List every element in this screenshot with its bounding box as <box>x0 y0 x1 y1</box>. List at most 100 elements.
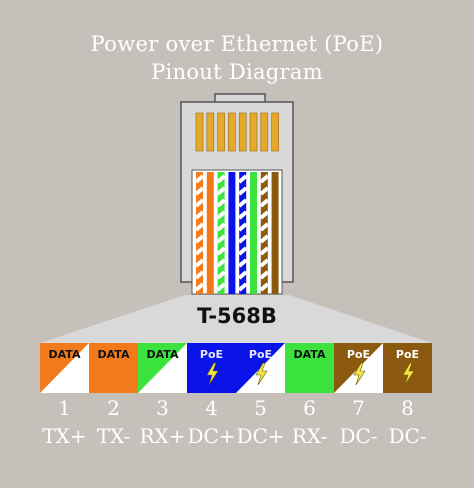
wire-stripe <box>259 186 270 196</box>
wiring-standard-label: T-568B <box>197 304 277 328</box>
wire-stripe <box>194 246 205 256</box>
wire-stripe <box>216 198 226 208</box>
pin-number: 1 <box>58 396 71 420</box>
wire-stripe <box>259 174 270 184</box>
wire-stripe <box>237 234 248 244</box>
pin-signal: DC+ <box>187 424 236 448</box>
pin-type-label: DATA <box>48 348 81 361</box>
lightning-bolt-icon <box>402 363 415 385</box>
wire-stripe <box>216 246 226 256</box>
pin-type-label: PoE <box>395 348 420 361</box>
pin-number: 5 <box>254 396 267 420</box>
wire-stripe <box>237 246 248 256</box>
pin-number: 3 <box>156 396 169 420</box>
wire-stripe <box>237 258 248 268</box>
contact-2 <box>206 112 215 152</box>
wire-stripe <box>216 174 226 184</box>
wire-stripe <box>259 270 270 280</box>
wire-stripe <box>259 258 270 268</box>
contact-8 <box>271 112 279 152</box>
diagram-title-line1: Power over Ethernet (PoE) <box>90 32 384 56</box>
pin-signal: TX- <box>96 424 131 448</box>
pin-signal-row: TX+TX-RX+DC+DC+RX-DC-DC- <box>40 424 432 448</box>
wire-stripe <box>194 186 205 196</box>
wire-stripe <box>216 282 226 292</box>
wire-stripe <box>237 270 248 280</box>
contact-6 <box>249 112 258 152</box>
wire-2 <box>206 172 214 294</box>
pin-cell-5: PoE <box>236 343 285 393</box>
wire-stripe <box>216 222 226 232</box>
wire-stripe <box>194 270 205 280</box>
pin-signal: DC+ <box>236 424 285 448</box>
fanout-wedge <box>40 295 432 343</box>
pin-number: 7 <box>352 396 365 420</box>
pin-type-label: PoE <box>346 348 371 361</box>
wire-stripe <box>259 282 270 292</box>
pin-type-label: PoE <box>199 348 224 361</box>
pinout-color-row: DATA DATA DATA PoE PoE DATA PoE PoE <box>40 343 432 393</box>
wire-stripe <box>216 234 226 244</box>
pin-type-label: PoE <box>248 348 273 361</box>
lightning-bolt-icon <box>206 363 219 385</box>
contact-1 <box>195 112 204 152</box>
wire-stripe <box>194 258 205 268</box>
pin-cell-1: DATA <box>40 343 89 393</box>
wire-stripe <box>259 198 270 208</box>
pin-cell-7: PoE <box>334 343 383 393</box>
wire-stripe <box>216 258 226 268</box>
wire-bundle <box>194 172 279 294</box>
wire-stripe <box>194 222 205 232</box>
pin-number: 8 <box>401 396 414 420</box>
wire-stripe <box>194 210 205 220</box>
pin-cell-8: PoE <box>383 343 432 393</box>
wire-stripe <box>259 234 270 244</box>
wire-stripe <box>194 198 205 208</box>
pin-type-label: DATA <box>293 348 326 361</box>
contact-3 <box>217 112 225 152</box>
wire-stripe <box>216 186 226 196</box>
wire-stripe <box>259 210 270 220</box>
wire-stripe <box>237 210 248 220</box>
contact-7 <box>260 112 269 152</box>
contact-4 <box>228 112 236 152</box>
diagram-title-line2: Pinout Diagram <box>151 60 323 84</box>
pin-signal: DC- <box>388 424 427 448</box>
pin-cell-2: DATA <box>89 343 138 393</box>
pin-signal: RX+ <box>139 424 186 448</box>
wire-7 <box>260 172 268 294</box>
wire-5 <box>239 172 247 294</box>
pin-cell-4: PoE <box>187 343 236 393</box>
wire-stripe <box>237 174 248 184</box>
pin-cell-3: DATA <box>138 343 187 393</box>
connector-cavity <box>191 169 283 295</box>
wire-stripe <box>194 282 205 292</box>
wire-4 <box>228 172 236 294</box>
wire-stripe <box>194 234 205 244</box>
lightning-bolt-icon <box>255 363 268 385</box>
wire-stripe <box>237 222 248 232</box>
pin-signal: DC- <box>339 424 378 448</box>
wire-stripe <box>194 174 205 184</box>
pin-number: 2 <box>107 396 120 420</box>
wire-3 <box>217 172 225 294</box>
contact-5 <box>238 112 247 152</box>
wire-stripe <box>237 198 248 208</box>
pin-signal: RX- <box>291 424 328 448</box>
gold-contacts <box>195 112 279 152</box>
wire-stripe <box>237 282 248 292</box>
pin-number: 4 <box>205 396 218 420</box>
wire-6 <box>250 172 257 294</box>
pin-type-label: DATA <box>97 348 130 361</box>
lightning-bolt-icon <box>353 363 366 385</box>
wire-1 <box>196 172 203 294</box>
wire-stripe <box>216 210 226 220</box>
wire-stripe <box>259 246 270 256</box>
pin-signal: TX+ <box>42 424 87 448</box>
wire-stripe <box>259 222 270 232</box>
pin-number-row: 1 2 3 4 5 6 7 8 <box>40 396 432 420</box>
pin-number: 6 <box>303 396 316 420</box>
wire-8 <box>271 172 279 294</box>
pin-cell-6: DATA <box>285 343 334 393</box>
